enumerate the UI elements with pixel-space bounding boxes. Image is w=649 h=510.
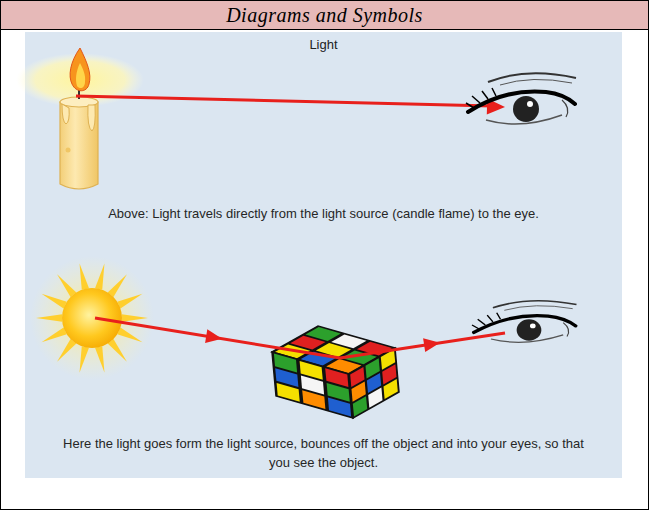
sun-ray	[42, 328, 67, 343]
sun-ray	[95, 263, 104, 289]
sun-glow	[30, 256, 154, 380]
cube-sticker	[277, 383, 300, 402]
rubiks-cube	[272, 326, 399, 418]
sun-ray	[95, 346, 104, 372]
sun-ray	[117, 328, 142, 343]
header-title: Diagrams and Symbols	[1, 4, 648, 26]
sun-ray	[117, 294, 142, 309]
caption-text: Here the light goes form the light sourc…	[51, 434, 596, 472]
candle	[60, 88, 98, 189]
sun-ray	[57, 274, 76, 297]
cube-face	[349, 348, 399, 418]
cube-sticker	[368, 388, 382, 408]
cube-sticker	[302, 390, 325, 409]
sun	[62, 288, 122, 348]
header-band: Diagrams and Symbols	[1, 1, 648, 30]
cube-sticker	[384, 379, 398, 399]
sun-ray	[80, 346, 89, 372]
sun-ray	[57, 339, 76, 362]
light-panel: LightAbove: Light travels directly from …	[25, 32, 622, 478]
caption-text: Above: Light travels directly from the l…	[34, 204, 614, 223]
eye-symbol	[466, 73, 576, 124]
sun-ray	[108, 274, 127, 297]
eye-symbol	[472, 301, 577, 343]
reflected-light-ray	[95, 318, 505, 358]
cube-sticker	[306, 327, 341, 341]
sun-rays	[36, 263, 148, 372]
sun-ray	[80, 263, 89, 289]
cube-sticker	[328, 398, 351, 417]
cube-face	[272, 352, 353, 418]
sun-ray	[122, 314, 148, 321]
light-illustration	[25, 32, 622, 478]
sun-ray	[108, 339, 127, 362]
candle-flame	[70, 48, 90, 91]
cube-sticker	[353, 396, 367, 416]
cube-sticker	[331, 335, 366, 349]
sun-ray	[36, 314, 62, 321]
sun-ray	[42, 294, 67, 309]
light-ray	[76, 96, 505, 115]
panel-title: Light	[25, 37, 622, 53]
